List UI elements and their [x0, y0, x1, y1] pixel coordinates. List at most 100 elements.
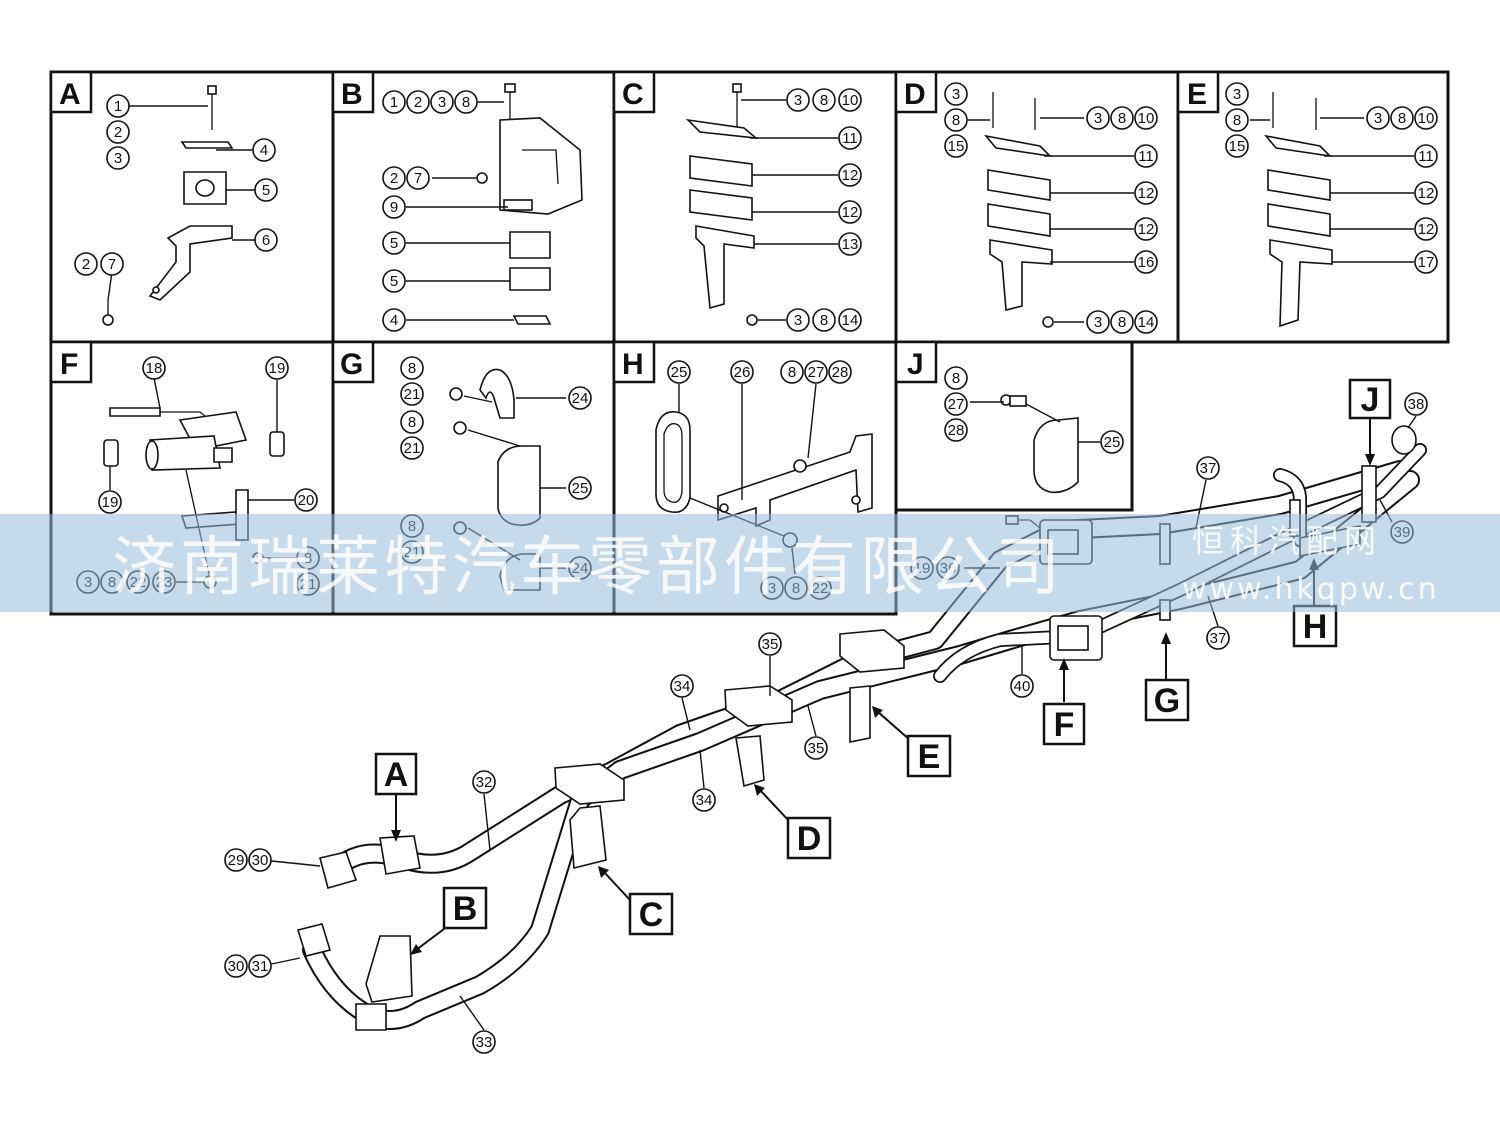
part-callout-7: 7: [100, 252, 124, 276]
callout-number: 8: [1398, 110, 1406, 127]
callout-circle: [1414, 181, 1438, 205]
callout-number: 13: [842, 236, 859, 253]
part-callout-8: 8: [812, 308, 836, 332]
part-callout-25: 25: [1100, 430, 1124, 454]
callout-number: 33: [476, 1034, 493, 1051]
part-callout-12: 12: [838, 163, 862, 187]
callout-circle: [670, 674, 694, 698]
callout-circle: [382, 308, 406, 332]
callout-circle: [838, 200, 862, 224]
detail-tag-f: F: [1042, 702, 1086, 746]
callout-number: 12: [1138, 221, 1155, 238]
part-callout-8: 8: [1110, 310, 1134, 334]
callout-circle: [944, 134, 968, 158]
part-callout-17: 17: [1414, 250, 1438, 274]
part-callout-34: 34: [670, 674, 694, 698]
part-callout-8: 8: [400, 356, 424, 380]
callout-circle: [472, 770, 496, 794]
part-callout-21: 21: [400, 382, 424, 406]
callout-circle: [944, 418, 968, 442]
part-callout-34: 34: [692, 788, 716, 812]
part-callout-38: 38: [1404, 392, 1428, 416]
part-callout-20: 20: [294, 488, 318, 512]
part-callout-11: 11: [1414, 144, 1438, 168]
detail-tag-h: H: [1292, 604, 1338, 648]
part-callout-11: 11: [1134, 144, 1158, 168]
callout-number: 12: [1418, 221, 1435, 238]
callout-circle: [730, 360, 754, 384]
part-callout-29: 29: [224, 848, 248, 872]
callout-number: 40: [1014, 678, 1031, 695]
watermark-band: [0, 514, 1500, 612]
svg-text:D: D: [904, 78, 926, 111]
panel-tag-e: E: [1176, 70, 1220, 114]
callout-circle: [1414, 106, 1438, 130]
callout-number: 3: [114, 150, 122, 167]
watermark-company: 济南瑞莱特汽车零部件有限公司: [112, 531, 1064, 605]
callout-circle: [1134, 250, 1158, 274]
part-callout-12: 12: [1414, 217, 1438, 241]
svg-text:B: B: [341, 78, 363, 111]
svg-text:G: G: [340, 348, 363, 381]
callout-circle: [294, 488, 318, 512]
callout-circle: [944, 366, 968, 390]
callout-circle: [382, 195, 406, 219]
panel-tag-h: H: [612, 340, 656, 384]
detail-tag-a: A: [374, 752, 418, 796]
callout-number: 8: [952, 112, 960, 129]
part-callout-3: 3: [1086, 106, 1110, 130]
callout-number: 8: [408, 360, 416, 377]
callout-number: 34: [696, 792, 713, 809]
callout-number: 34: [674, 678, 691, 695]
callout-circle: [944, 392, 968, 416]
callout-circle: [944, 108, 968, 132]
part-callout-12: 12: [1414, 181, 1438, 205]
callout-circle: [838, 126, 862, 150]
callout-number: 8: [408, 414, 416, 431]
callout-number: 20: [298, 492, 315, 509]
callout-circle: [786, 88, 810, 112]
callout-circle: [838, 163, 862, 187]
callout-circle: [248, 848, 272, 872]
callout-number: 1: [390, 94, 398, 111]
part-callout-26: 26: [730, 360, 754, 384]
panel-j-parts: [970, 394, 1100, 494]
callout-circle: [1100, 430, 1124, 454]
callout-circle: [265, 356, 289, 380]
callout-circle: [1414, 250, 1438, 274]
callout-number: 12: [1418, 185, 1435, 202]
callout-number: 2: [114, 124, 122, 141]
part-callout-2: 2: [74, 252, 98, 276]
callout-circle: [1134, 144, 1158, 168]
part-callout-28: 28: [828, 360, 852, 384]
callout-circle: [406, 166, 430, 190]
detail-tag-c: C: [628, 892, 674, 936]
part-callout-3: 3: [1225, 82, 1249, 106]
part-callout-2: 2: [382, 166, 406, 190]
callout-number: 3: [1094, 110, 1102, 127]
callout-circle: [1196, 456, 1220, 480]
watermark-site: 恒科汽配网: [1192, 522, 1383, 560]
callout-number: 8: [952, 370, 960, 387]
part-callout-8: 8: [1390, 106, 1414, 130]
callout-circle: [252, 138, 276, 162]
part-callout-5: 5: [382, 231, 406, 255]
callout-circle: [1225, 82, 1249, 106]
callout-number: 3: [794, 312, 802, 329]
callout-number: 3: [952, 86, 960, 103]
callout-circle: [1110, 310, 1134, 334]
callout-circle: [812, 88, 836, 112]
callout-circle: [106, 120, 130, 144]
callout-circle: [1010, 674, 1034, 698]
callout-number: 25: [671, 364, 688, 381]
callout-circle: [804, 360, 828, 384]
callout-number: 11: [842, 130, 858, 147]
callout-circle: [106, 146, 130, 170]
callout-circle: [382, 90, 406, 114]
callout-number: 32: [476, 774, 493, 791]
callout-circle: [1414, 144, 1438, 168]
svg-text:C: C: [622, 78, 644, 111]
part-callout-3: 3: [106, 146, 130, 170]
callout-circle: [1390, 106, 1414, 130]
callout-number: 5: [390, 235, 398, 252]
